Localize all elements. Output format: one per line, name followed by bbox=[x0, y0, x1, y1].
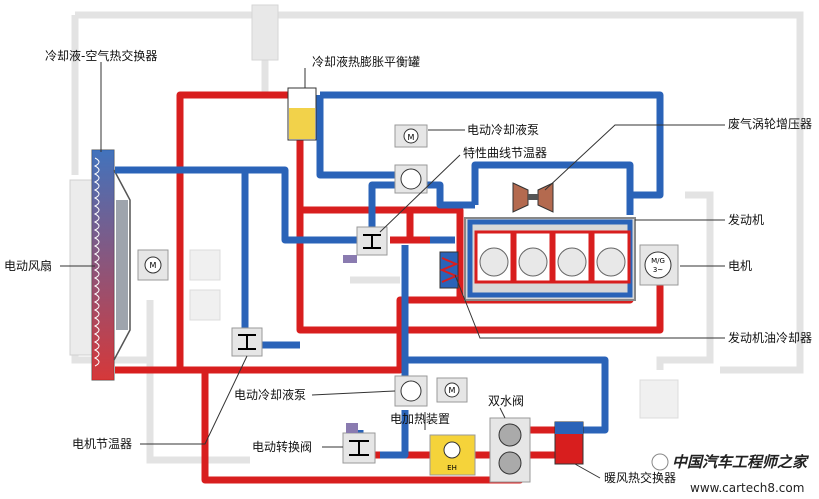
svg-text:M: M bbox=[408, 133, 415, 142]
label-fan: 电动风扇 bbox=[4, 258, 52, 273]
expansion-tank bbox=[287, 87, 317, 141]
map-thermostat bbox=[343, 226, 388, 263]
label-motor-thermostat: 电机节温器 bbox=[72, 437, 132, 451]
coolant-pump-bottom: M bbox=[394, 375, 468, 407]
inactive-tank bbox=[251, 4, 279, 61]
label-twin-valve: 双水阀 bbox=[488, 394, 524, 408]
label-engine: 发动机 bbox=[728, 212, 764, 227]
watermark-brand: 中国汽车工程师之家 bbox=[672, 453, 810, 471]
label-coolant-pump-bottom: 电动冷却液泵 bbox=[234, 387, 306, 402]
svg-text:M: M bbox=[449, 386, 456, 395]
fan-motor: M bbox=[137, 249, 169, 281]
label-expansion-tank: 冷却液热膨胀平衡罐 bbox=[312, 54, 420, 69]
motor-generator: M/G 3~ bbox=[639, 244, 679, 286]
electric-heater: EH bbox=[429, 434, 476, 476]
label-map-thermostat: 特性曲线节温器 bbox=[463, 145, 547, 160]
switch-valve bbox=[342, 423, 376, 464]
label-coolant-pump-top: 电动冷却液泵 bbox=[467, 122, 539, 137]
watermark: 中国汽车工程师之家 www.cartech8.com bbox=[651, 453, 810, 495]
svg-text:M/G: M/G bbox=[651, 257, 665, 265]
radiator bbox=[69, 149, 131, 381]
label-motor: 电机 bbox=[728, 259, 752, 273]
svg-text:EH: EH bbox=[447, 464, 457, 472]
label-oil-cooler: 发动机油冷却器 bbox=[728, 330, 812, 345]
label-switch-valve: 电动转换阀 bbox=[252, 439, 312, 454]
label-radiator: 冷却液-空气热交换器 bbox=[45, 48, 157, 63]
label-electric-heater: 电加热装置 bbox=[390, 412, 450, 426]
label-heater-core: 暖风热交换器 bbox=[604, 470, 676, 485]
engine bbox=[464, 217, 636, 301]
motor-thermostat bbox=[231, 327, 263, 357]
leader-lines bbox=[60, 62, 725, 479]
label-turbocharger: 废气涡轮增压器 bbox=[728, 116, 812, 131]
heater-core bbox=[554, 421, 584, 465]
watermark-url: www.cartech8.com bbox=[690, 481, 804, 495]
inactive-components bbox=[189, 249, 679, 419]
svg-text:M: M bbox=[150, 261, 157, 270]
turbocharger bbox=[512, 182, 554, 213]
oil-cooler bbox=[439, 251, 459, 289]
twin-valve bbox=[489, 417, 531, 483]
svg-text:3~: 3~ bbox=[653, 266, 663, 274]
coolant-pump-top: M bbox=[394, 124, 428, 194]
